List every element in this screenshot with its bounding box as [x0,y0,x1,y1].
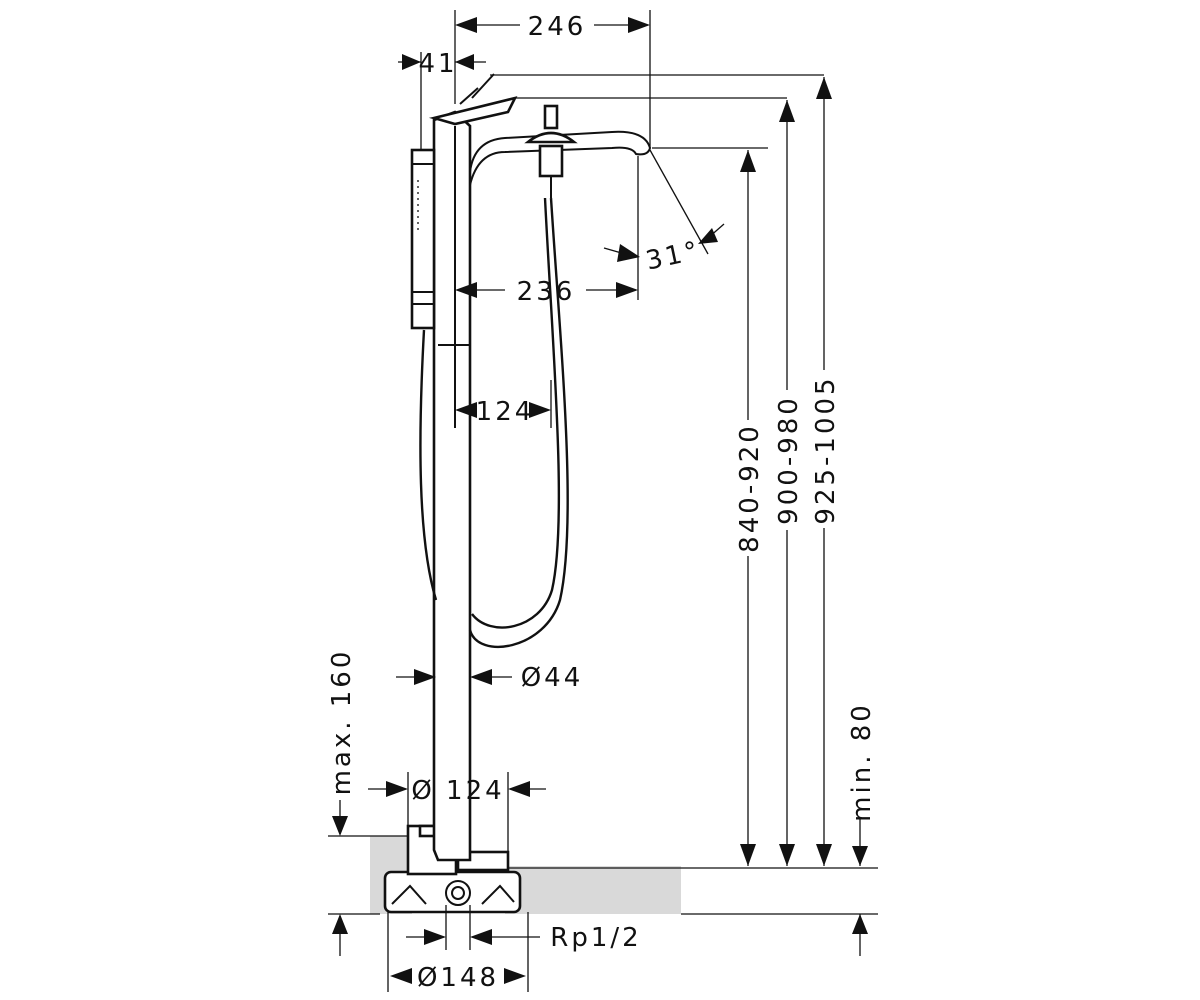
label-diameter-44: Ø44 [521,663,584,693]
label-900-980: 900-980 [774,395,804,525]
connection-fitting [445,880,471,906]
dim-line-41 [398,52,486,150]
dim-height-925-1005 [816,77,832,866]
hand-shower [410,148,436,330]
label-max-160: max. 160 [327,649,357,796]
column [432,110,472,862]
dim-line-236 [455,282,638,298]
diverter-knob [524,104,578,198]
dim-height-840-920 [740,150,756,866]
label-925-1005: 925-1005 [811,375,841,524]
installation-box [383,870,522,914]
dim-line-124 [455,380,552,428]
label-diameter-148: Ø148 [417,963,499,993]
dim-rp-1-2 [406,905,540,950]
dim-min-80 [852,818,868,956]
label-31-deg: 31° [643,236,703,277]
label-41: 41 [418,49,457,79]
label-124-hose: 124 [476,397,535,427]
mixer-lever [428,96,518,126]
label-246: 246 [528,12,587,42]
dim-diameter-44 [396,669,512,685]
label-min-80: min. 80 [847,702,877,822]
hose [468,197,569,649]
label-840-920: 840-920 [735,423,765,553]
dim-max-160 [332,800,348,956]
dim-line-246 [454,10,651,148]
floor-section [328,835,878,915]
dim-height-900-980 [779,100,795,866]
floor-slab [505,866,681,914]
spout [469,130,652,186]
dim-angle-31 [603,149,725,300]
label-rp-1-2: Rp1/2 [550,923,641,953]
dim-diameter-124 [368,772,546,852]
faucet [383,73,652,914]
label-diameter-124: Ø 124 [411,776,504,806]
label-236: 236 [517,277,576,307]
dim-diameter-148 [387,912,529,992]
